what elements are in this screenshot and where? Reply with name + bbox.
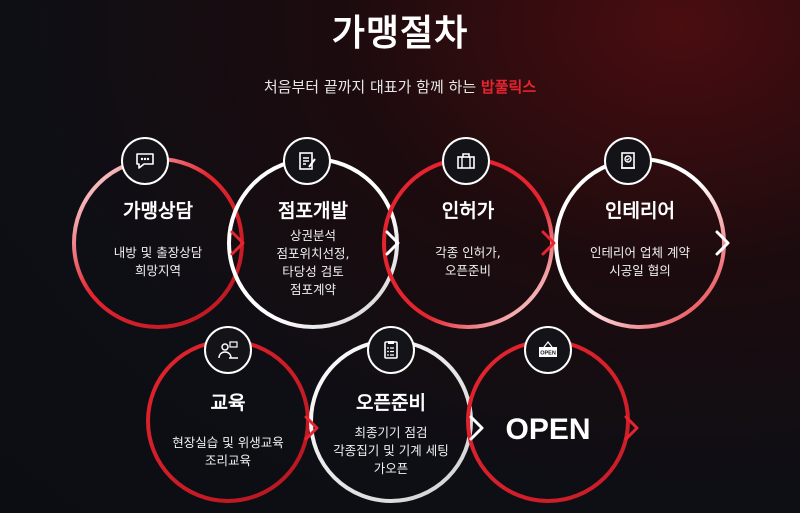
desc-line: 인테리어 업체 계약 <box>590 245 690 260</box>
desc-line: 타당성 검토 <box>282 264 344 279</box>
page-title: 가맹절차 <box>331 13 469 54</box>
arrow-7-icon <box>624 415 639 441</box>
certificate-icon <box>604 137 652 185</box>
step-desc-3: 각종 인허가, 오픈준비 <box>378 244 558 280</box>
arrow-5-icon <box>304 415 319 441</box>
checklist-icon <box>367 326 415 374</box>
brand-name: 밥풀릭스 <box>480 78 537 96</box>
open-sign-icon: OPEN <box>524 326 572 374</box>
step-ring-4 <box>554 157 726 329</box>
page-subtitle: 처음부터 끝까지 대표가 함께 하는 밥풀릭스 <box>0 76 800 97</box>
briefcase-icon <box>442 137 490 185</box>
step-title-7: OPEN <box>505 413 591 446</box>
desc-line: 상권분석 <box>289 228 336 243</box>
step-title-3: 인허가 <box>441 200 495 222</box>
step-desc-5: 현장실습 및 위생교육 조리교육 <box>138 434 318 470</box>
teacher-icon <box>204 326 252 374</box>
step-title-5: 교육 <box>210 392 246 414</box>
chat-bubble-icon <box>121 137 169 185</box>
desc-line: 오픈준비 <box>444 263 491 278</box>
step-title-4: 인테리어 <box>605 200 675 222</box>
arrow-6-icon <box>469 415 484 441</box>
step-title-2: 점포개발 <box>278 200 348 222</box>
open-sign-text: OPEN <box>540 351 556 357</box>
step-ring-1 <box>72 157 244 329</box>
arrow-1-icon <box>230 230 245 256</box>
subtitle-text: 처음부터 끝까지 대표가 함께 하는 <box>263 78 477 96</box>
desc-line: 점포위치선정, <box>276 246 350 261</box>
desc-line: 점포계약 <box>289 282 336 297</box>
document-pen-icon <box>283 137 331 185</box>
desc-line: 각종집기 및 기계 세팅 <box>333 443 449 458</box>
desc-line: 각종 인허가, <box>435 245 501 260</box>
desc-line: 내방 및 출장상담 <box>113 245 203 260</box>
step-title-6: 오픈준비 <box>356 392 426 414</box>
step-desc-6: 최종기기 점검 각종집기 및 기계 세팅 가오픈 <box>301 424 481 478</box>
arrow-2-icon <box>385 230 400 256</box>
step-desc-4: 인테리어 업체 계약 시공일 협의 <box>550 244 730 280</box>
step-desc-1: 내방 및 출장상담 희망지역 <box>68 244 248 280</box>
desc-line: 현장실습 및 위생교육 <box>172 435 284 450</box>
desc-line: 조리교육 <box>204 453 251 468</box>
desc-line: 시공일 협의 <box>609 263 671 278</box>
arrow-4-icon <box>715 230 730 256</box>
desc-line: 희망지역 <box>134 263 181 278</box>
desc-line: 최종기기 점검 <box>354 425 428 440</box>
step-title-1: 가맹상담 <box>123 200 193 222</box>
step-desc-2: 상권분석 점포위치선정, 타당성 검토 점포계약 <box>223 227 403 299</box>
arrow-3-icon <box>541 230 556 256</box>
desc-line: 가오픈 <box>373 461 409 476</box>
